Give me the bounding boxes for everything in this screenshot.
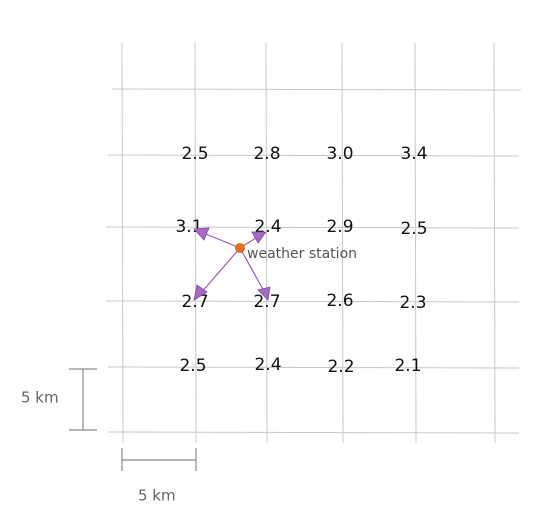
grid-value: 2.5 [400, 219, 427, 239]
grid-vline [414, 42, 417, 444]
grid-hline [105, 300, 520, 303]
value-labels: 2.5 2.8 3.0 3.4 3.1 2.4 2.9 2.5 2.7 2.7 … [175, 144, 427, 377]
grid-vline [493, 42, 496, 444]
grid-value: 2.3 [399, 293, 426, 313]
arrowhead-icon [251, 231, 267, 244]
vertical-scale-label: 5 km [21, 389, 59, 407]
arrowhead-icon [193, 284, 208, 301]
grid-hline [105, 226, 520, 229]
grid-hline [107, 154, 520, 157]
grid-value: 2.6 [326, 291, 353, 311]
grid-value: 2.8 [253, 144, 280, 164]
weather-station-dot-icon [235, 243, 245, 253]
arrow-to-sw [199, 247, 241, 295]
grid-hline [107, 431, 520, 434]
grid-hline [111, 88, 522, 91]
weather-station-label: weather station [247, 246, 357, 262]
grid-lines [105, 42, 522, 444]
grid-vline [194, 42, 197, 444]
grid-vline [121, 42, 124, 444]
grid-value: 3.1 [175, 217, 202, 237]
grid-vline [341, 42, 344, 444]
horizontal-scale-label: 5 km [138, 487, 176, 505]
grid-vline [265, 42, 268, 444]
grid-hline [107, 366, 520, 369]
grid-value: 2.7 [181, 292, 208, 312]
grid-value: 2.5 [179, 356, 206, 376]
vertical-scale-bar: 5 km [21, 368, 97, 431]
grid-value: 2.1 [394, 356, 421, 376]
arrow-to-se [239, 247, 266, 294]
grid-value: 2.4 [254, 355, 281, 375]
arrow-to-nw [200, 231, 241, 249]
weather-station: weather station [235, 243, 357, 262]
grid-value: 2.9 [326, 217, 353, 237]
grid-value: 3.4 [400, 144, 427, 164]
station-arrows [193, 227, 271, 301]
grid-value: 2.7 [253, 292, 280, 312]
grid-value: 2.5 [181, 144, 208, 164]
arrowhead-icon [193, 227, 210, 241]
horizontal-scale-bar: 5 km [121, 448, 197, 505]
grid-value: 3.0 [326, 144, 353, 164]
arrowhead-icon [257, 286, 271, 301]
grid-value: 2.2 [327, 357, 354, 377]
